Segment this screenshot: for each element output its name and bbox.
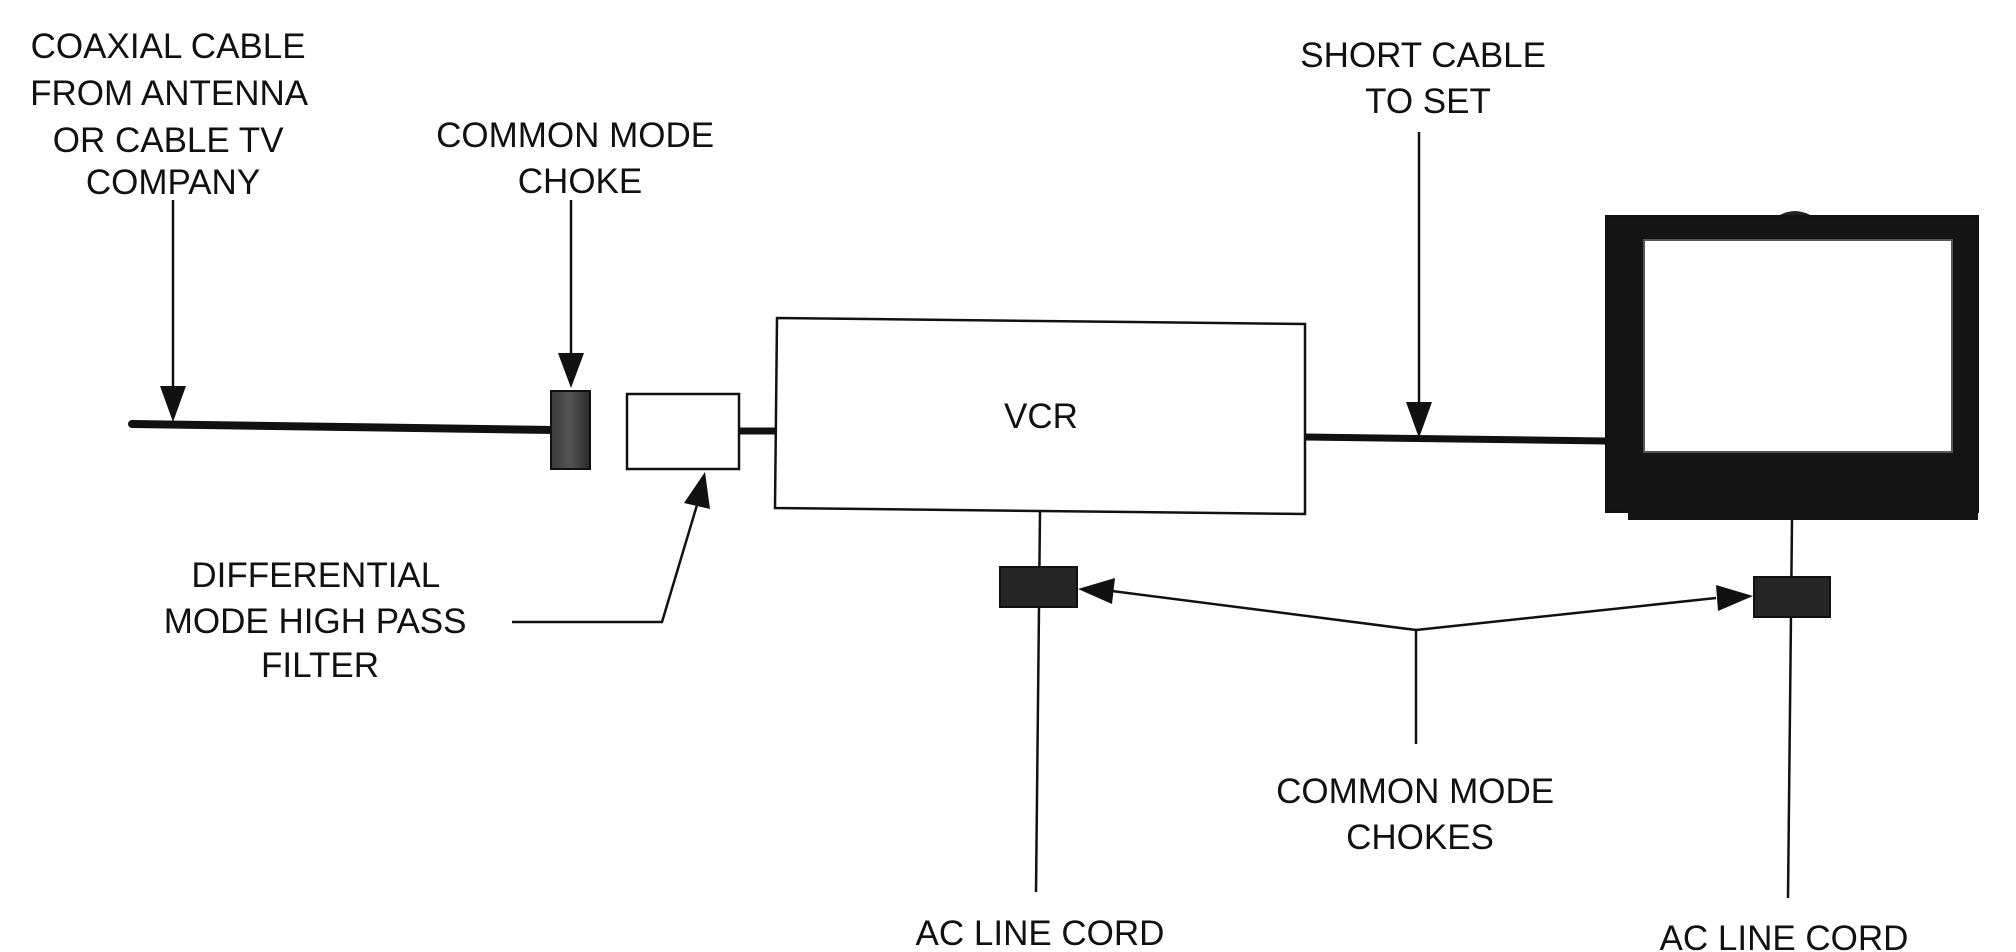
tv-screen <box>1643 239 1953 453</box>
choke-leader-arrowhead <box>558 353 584 388</box>
vcr-label: VCR <box>1004 397 1078 436</box>
common-mode-choke-label: COMMON MODE CHOKE <box>436 116 724 201</box>
vcr-ac-line-cord-label: AC LINE CORD <box>916 914 1165 952</box>
differential-filter-label: DIFFERENTIAL MODE HIGH PASS FILTER <box>164 556 476 685</box>
short-cable-leader-arrowhead <box>1406 402 1432 438</box>
coax-leader-arrowhead <box>160 386 186 422</box>
short-cable <box>1304 433 1607 445</box>
chokes-leader-left-arrowhead <box>1078 578 1115 604</box>
tv-ac-line-cord-label: AC LINE CORD <box>1660 919 1909 952</box>
chokes-leader-right-arrowhead <box>1716 585 1753 611</box>
coax-common-mode-choke <box>550 390 591 470</box>
vcr-line-cord-choke <box>999 566 1078 608</box>
coaxial-cable-label: COAXIAL CABLE FROM ANTENNA OR CABLE TV C… <box>30 27 316 202</box>
filter-leader-arrowhead <box>684 472 710 509</box>
chokes-leader-right <box>1415 596 1717 632</box>
short-cable-label: SHORT CABLE TO SET <box>1300 36 1555 121</box>
television-set <box>1605 211 1979 520</box>
coaxial-cable <box>128 420 559 434</box>
tv-line-cord-choke <box>1753 576 1831 618</box>
high-pass-filter-box <box>625 392 741 471</box>
chokes-leader-left <box>1111 589 1417 632</box>
vcr-box <box>773 316 1307 516</box>
common-mode-chokes-label: COMMON MODE CHOKES <box>1276 772 1564 857</box>
filter-leader-line <box>512 504 699 624</box>
